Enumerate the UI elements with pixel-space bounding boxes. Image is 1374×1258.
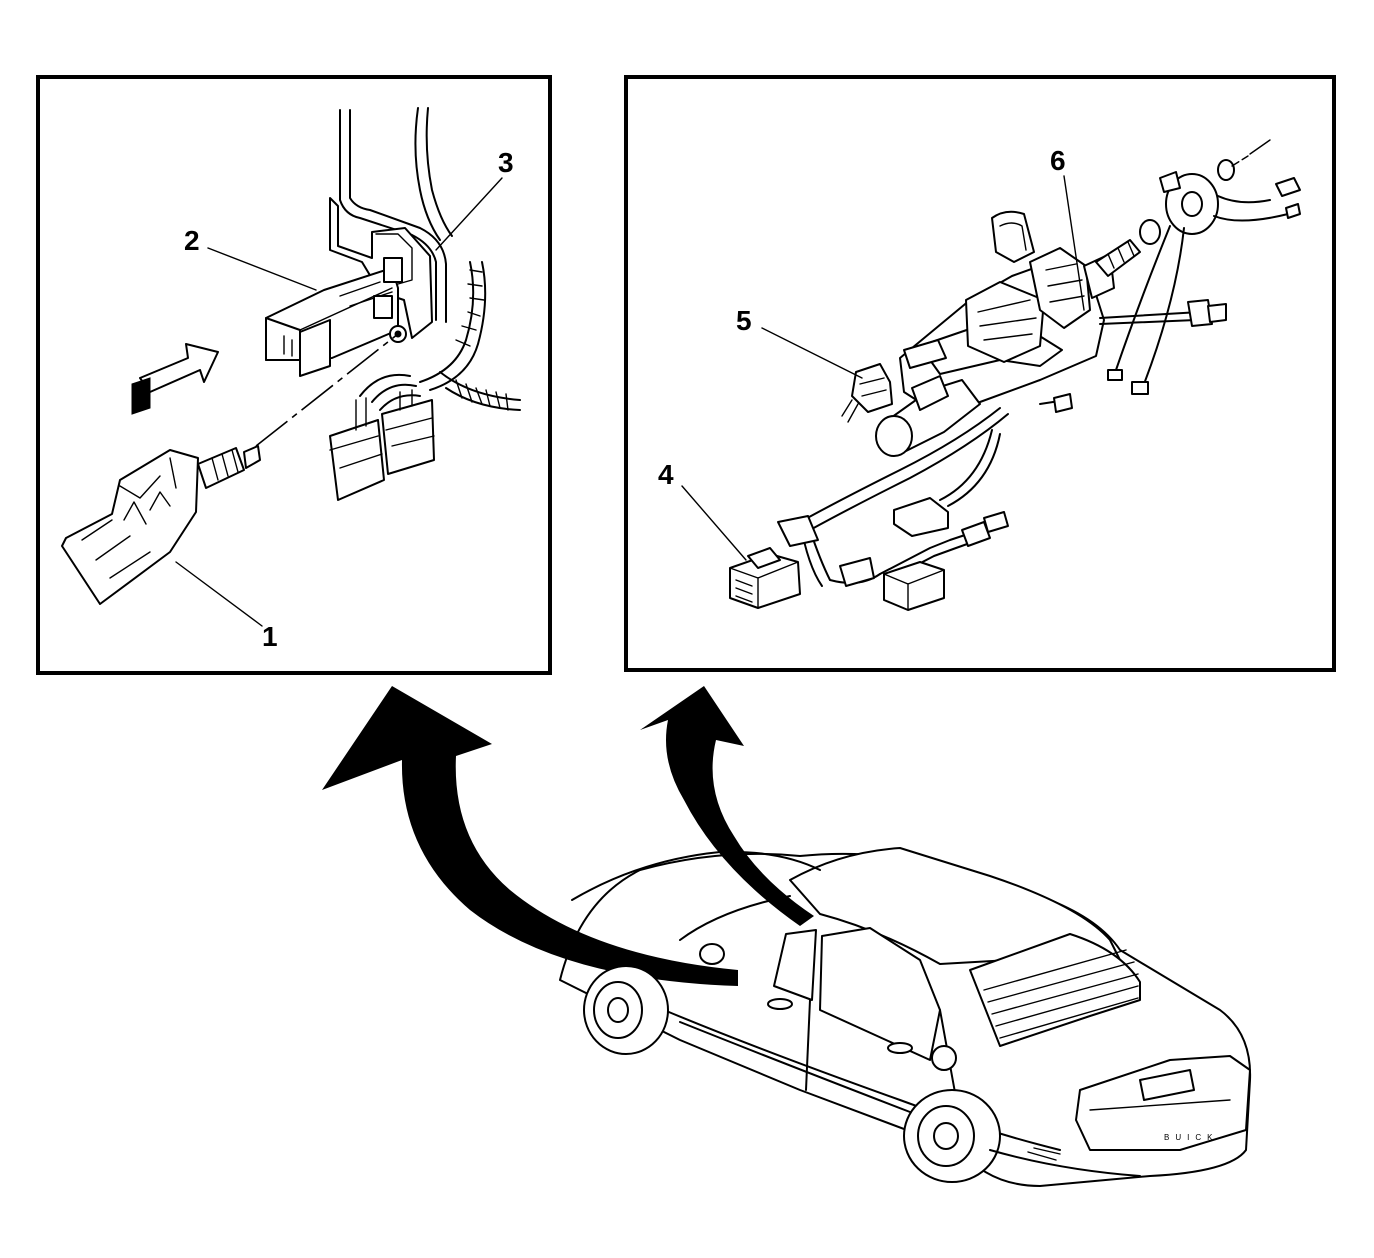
steering-column	[875, 210, 1227, 457]
callout-6: 6	[1050, 145, 1066, 176]
left-detail-panel: 1 2 3	[36, 75, 552, 675]
main-harness-connector	[729, 547, 801, 609]
callout-4: 4	[658, 459, 674, 490]
install-direction-arrow	[131, 343, 219, 415]
right-detail-panel: 4 5 6	[624, 75, 1336, 672]
leader-line-1	[175, 561, 263, 627]
leader-line-3	[435, 177, 503, 251]
vehicle-illustration: BUICK	[559, 847, 1252, 1187]
callout-5: 5	[736, 305, 752, 336]
front-wheel	[583, 965, 669, 1055]
ignition-lock-switch	[841, 339, 947, 423]
leader-line-5	[761, 327, 863, 379]
alignment-centerline	[255, 333, 399, 447]
leader-line-6	[1063, 175, 1085, 311]
leader-line-4	[681, 485, 747, 561]
location-arrow-right	[640, 686, 814, 926]
leader-line-2	[207, 247, 317, 291]
stoplamp-switch-new	[61, 445, 261, 605]
callout-3: 3	[498, 147, 514, 178]
location-arrow-left	[322, 686, 738, 986]
wiring-harness-left	[329, 261, 521, 501]
callout-2: 2	[184, 225, 200, 256]
vehicle-badge: BUICK	[1164, 1133, 1218, 1142]
stoplamp-switch-mounted	[265, 257, 407, 377]
pedal-bracket	[329, 107, 453, 339]
wiring-harness-right	[777, 393, 1073, 611]
callout-1: 1	[262, 621, 278, 652]
clockspring-assembly	[1107, 139, 1301, 395]
rear-wheel	[903, 1089, 1001, 1183]
